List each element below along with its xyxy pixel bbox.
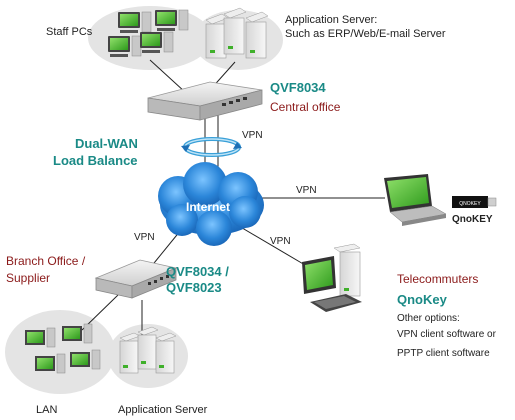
server-icon xyxy=(119,332,141,374)
supplier-label: Supplier xyxy=(6,271,51,285)
server-icon xyxy=(223,7,247,55)
app-server-bottom-label: Application Server xyxy=(118,404,208,416)
desktop-pc-icon xyxy=(140,31,174,53)
router-icon xyxy=(94,259,178,299)
load-balance-ring-icon xyxy=(181,137,242,157)
desktop-pc-icon xyxy=(35,353,66,374)
app-server-top-label: Application Server: xyxy=(285,14,378,26)
cloud-icon xyxy=(158,162,264,246)
qnokey-device-label: QnoKEY xyxy=(452,214,493,225)
lan-label: LAN xyxy=(36,404,58,416)
desktop-pc-icon xyxy=(155,9,189,31)
internet-label: Internet xyxy=(186,200,231,214)
central-model-label: QVF8034 xyxy=(270,80,326,95)
dual-wan-label: Dual-WAN xyxy=(75,136,138,151)
server-icon xyxy=(205,13,229,59)
telecommuters-label: Telecommuters xyxy=(397,272,479,286)
branch-office-label: Branch Office / xyxy=(6,254,86,268)
qnokey-device-text: QNOKEY xyxy=(459,201,481,207)
app-server-top-desc: Such as ERP/Web/E-mail Server xyxy=(285,28,446,40)
laptop-icon xyxy=(384,174,447,226)
load-balance-label: Load Balance xyxy=(53,153,138,168)
usb-key-icon: QNOKEY xyxy=(452,196,497,208)
vpn-branch-label: VPN xyxy=(134,232,155,243)
server-icon xyxy=(155,332,177,374)
staff-pcs-label: Staff PCs xyxy=(46,26,93,38)
desktop-pc-icon xyxy=(62,323,93,344)
router-icon xyxy=(147,81,263,121)
desktop-pc-icon xyxy=(70,349,101,370)
central-office-label: Central office xyxy=(270,100,341,114)
vpn-central-label: VPN xyxy=(242,130,263,141)
branch-model-label-1: QVF8034 / xyxy=(166,264,229,279)
branch-model-label-2: QVF8023 xyxy=(166,280,222,295)
desktop-pc-icon xyxy=(302,243,362,312)
qnokey-label: QnoKey xyxy=(397,292,447,307)
desktop-pc-icon xyxy=(25,327,56,348)
server-icon xyxy=(245,11,269,59)
pptp-client-label: PPTP client software xyxy=(397,348,490,359)
other-options-label: Other options: xyxy=(397,313,460,324)
vpn-laptop-label: VPN xyxy=(296,185,317,196)
desktop-pc-icon xyxy=(118,11,152,33)
vpn-client-label: VPN client software or xyxy=(397,329,496,340)
vpn-telecommuter-label: VPN xyxy=(270,236,291,247)
